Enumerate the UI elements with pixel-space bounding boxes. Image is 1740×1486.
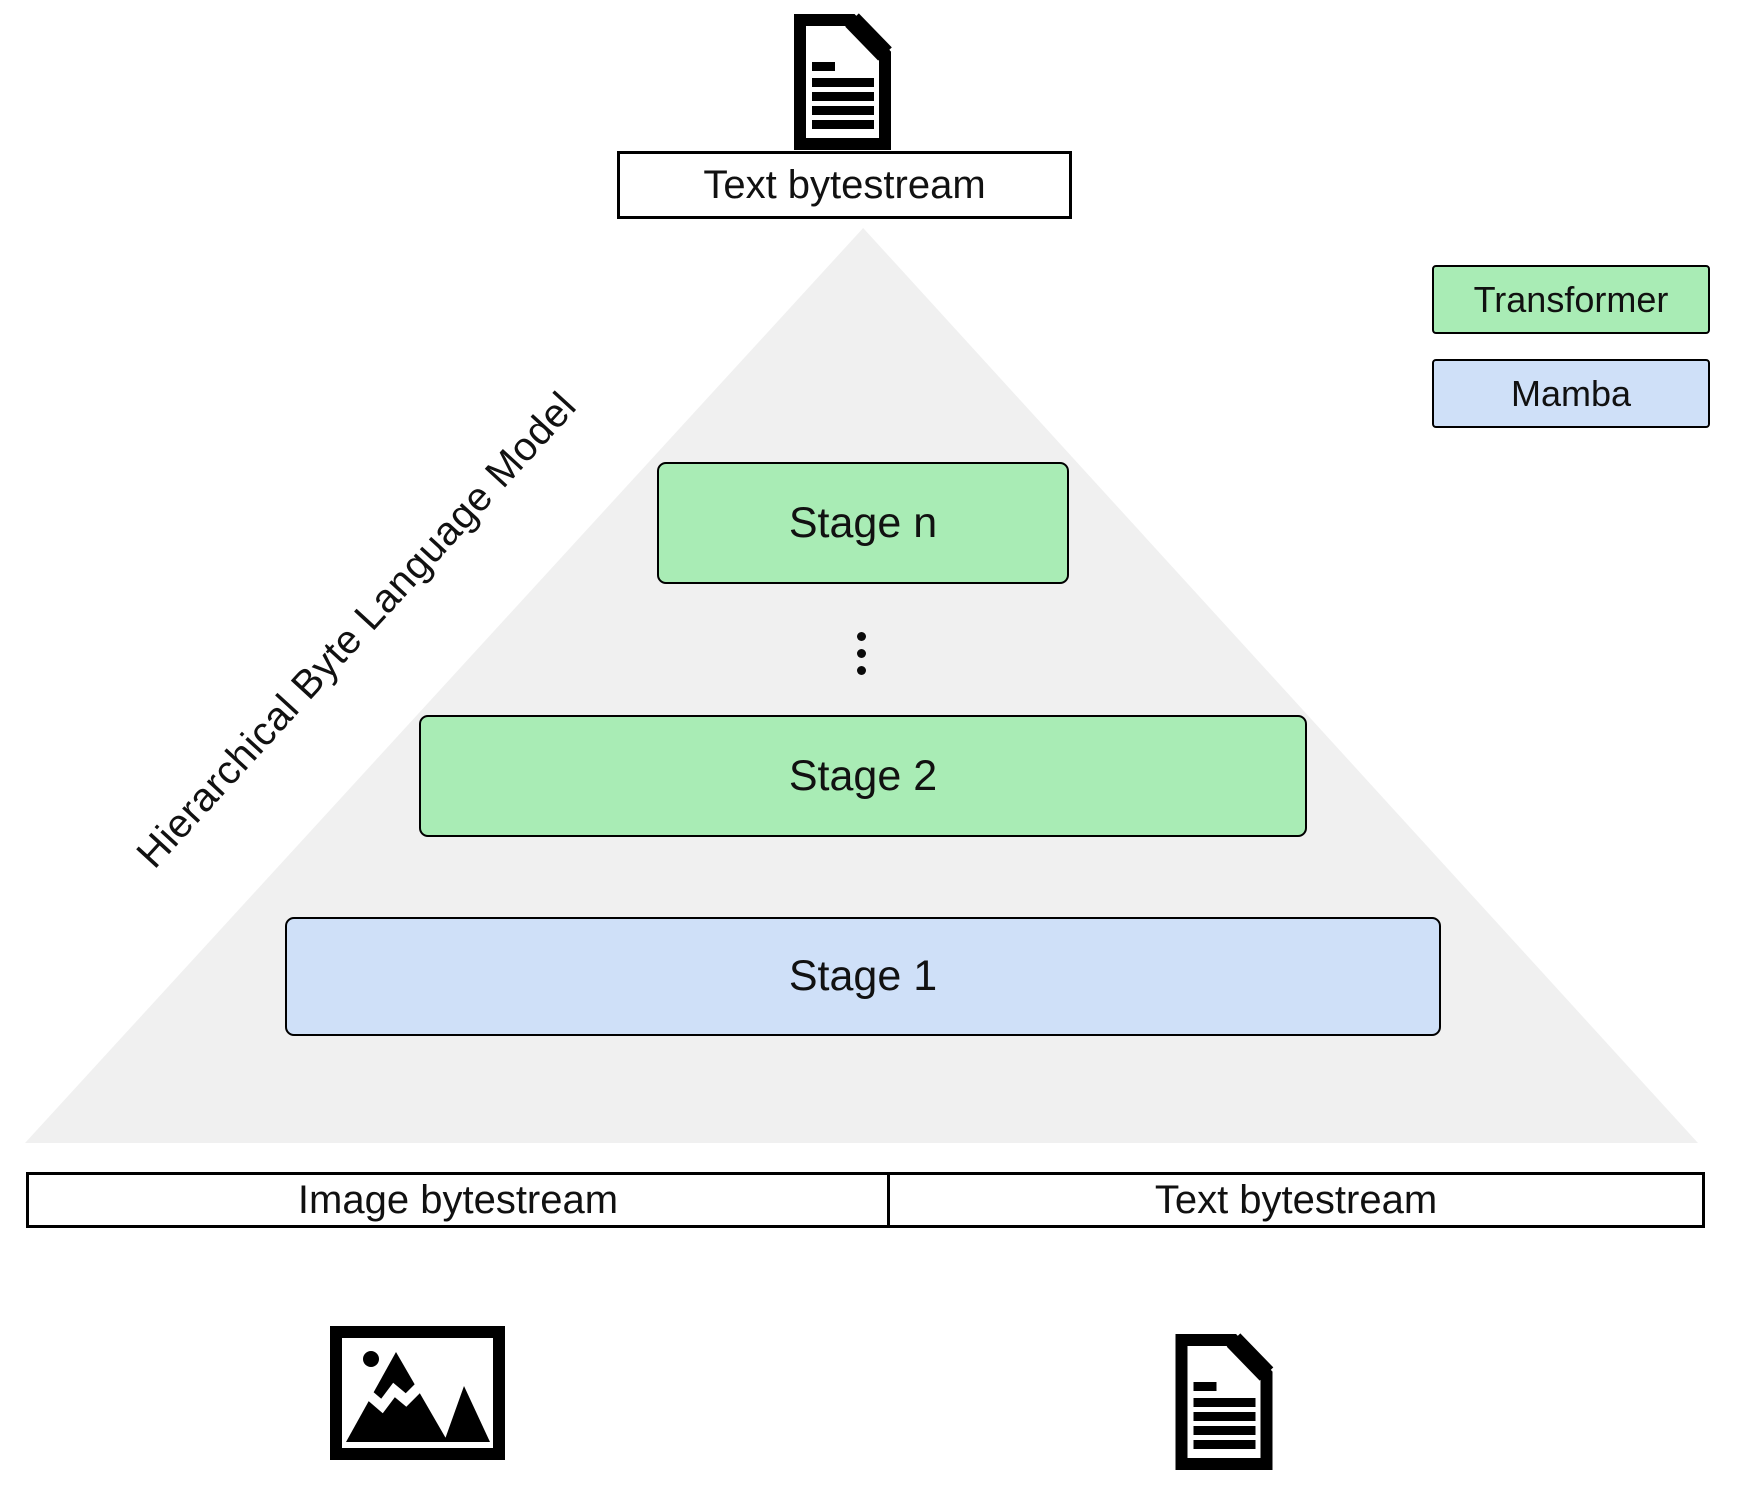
ellipsis-dot	[856, 632, 866, 641]
image-bytestream-label: Image bytestream	[297, 1177, 619, 1222]
stage-n-box: Stage n	[657, 462, 1069, 584]
stage-2-label: Stage 2	[788, 751, 938, 800]
ellipsis-dot	[856, 666, 866, 675]
bytestream-bar: Image bytestream Text bytestream	[26, 1172, 1705, 1228]
stage-1-label: Stage 1	[788, 952, 938, 1000]
image-bytestream-cell: Image bytestream	[29, 1175, 890, 1225]
legend-transformer: Transformer	[1432, 265, 1710, 334]
legend-transformer-label: Transformer	[1473, 278, 1669, 320]
document-icon	[1170, 1332, 1277, 1472]
vertical-ellipsis-icon	[853, 632, 869, 683]
top-text-bytestream-label: Text bytestream	[703, 162, 986, 207]
legend-mamba-label: Mamba	[1510, 372, 1632, 414]
text-bytestream-label: Text bytestream	[1154, 1177, 1438, 1222]
text-bytestream-cell: Text bytestream	[890, 1175, 1702, 1225]
stage-1-box: Stage 1	[285, 917, 1441, 1036]
ellipsis-dot	[856, 649, 866, 658]
stage-2-box: Stage 2	[419, 715, 1307, 837]
image-icon	[330, 1326, 505, 1460]
legend-mamba: Mamba	[1432, 359, 1710, 428]
document-icon	[790, 12, 894, 152]
stage-n-label: Stage n	[788, 498, 938, 547]
top-text-bytestream-box: Text bytestream	[617, 151, 1072, 219]
